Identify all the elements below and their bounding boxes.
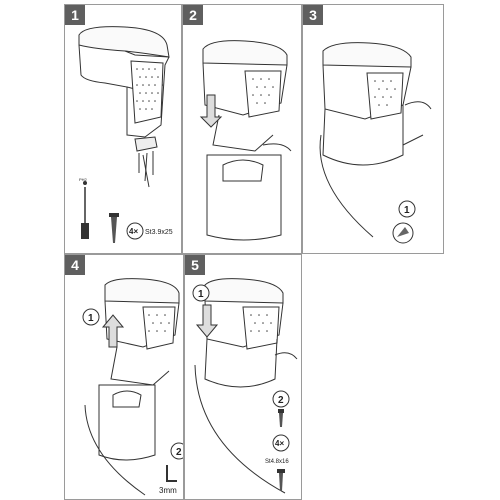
down-arrow-icon xyxy=(195,304,219,338)
svg-text:3mm: 3mm xyxy=(159,486,177,495)
step-callout-1: 1 xyxy=(192,284,210,302)
dotted-pad-pattern xyxy=(136,68,159,110)
quantity-callout: 4× xyxy=(272,434,290,452)
armrest-adjust-illustration: 1 2 3mm xyxy=(82,278,183,496)
screw-spec-label: St4.8x16 xyxy=(265,459,289,465)
svg-text:PH2: PH2 xyxy=(79,177,88,182)
armrest-mounted-illustration: 1 xyxy=(319,42,432,244)
panel-step-4: 4 1 2 xyxy=(64,254,184,500)
step-callout-2: 2 xyxy=(170,442,183,460)
panel-step-2: 2 xyxy=(182,4,302,254)
screw-icon xyxy=(109,213,119,243)
step-callout: 1 xyxy=(398,200,416,218)
panel-step-1: 1 xyxy=(64,4,182,254)
screwdriver-icon: PH2 xyxy=(79,177,89,239)
armrest-assembly-illustration: PH2 4× St3.9x25 xyxy=(78,26,173,243)
mounting-bracket xyxy=(134,136,158,188)
screw-icon xyxy=(277,469,285,491)
step-number-badge: 1 xyxy=(65,5,85,25)
step-number-badge: 5 xyxy=(185,255,205,275)
down-arrow-icon xyxy=(199,94,223,128)
svg-text:1: 1 xyxy=(88,313,94,324)
instruction-grid: 1 xyxy=(56,0,448,500)
panel-step-5: 5 1 2 xyxy=(184,254,302,500)
svg-text:1: 1 xyxy=(404,205,410,216)
svg-text:2: 2 xyxy=(278,395,284,406)
screw-spec-label: St3.9x25 xyxy=(145,229,173,236)
up-arrow-icon xyxy=(101,314,125,348)
step-number-badge: 2 xyxy=(183,5,203,25)
clip-detail-icon xyxy=(392,222,414,244)
svg-text:4×: 4× xyxy=(129,227,138,236)
svg-text:1: 1 xyxy=(198,289,204,300)
svg-text:4×: 4× xyxy=(275,439,284,448)
step-callout-2: 2 xyxy=(272,390,290,408)
panel-step-3: 3 1 xyxy=(302,4,444,254)
svg-text:2: 2 xyxy=(176,447,182,458)
armrest-final-fix-illustration: 1 2 4× St4.8x16 xyxy=(192,278,298,494)
armrest-install-illustration xyxy=(199,40,292,241)
quantity-callout: 4× xyxy=(126,222,144,240)
screw-icon xyxy=(278,409,284,427)
step-callout-1: 1 xyxy=(82,308,100,326)
step-number-badge: 4 xyxy=(65,255,85,275)
allen-key-icon: 3mm xyxy=(159,465,177,495)
step-number-badge: 3 xyxy=(303,5,323,25)
